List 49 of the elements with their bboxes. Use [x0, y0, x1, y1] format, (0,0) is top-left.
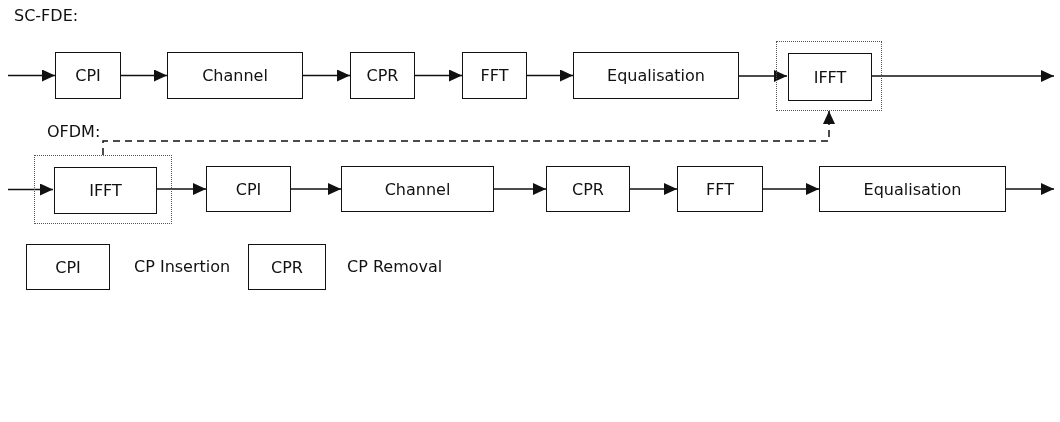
process-box [55, 52, 121, 99]
box-label: IFFT [813, 67, 847, 87]
arrow [738, 70, 788, 82]
arrow [120, 69, 168, 82]
legend-description: CP Insertion [134, 257, 231, 276]
process-box [819, 166, 1006, 212]
arrow [7, 69, 56, 82]
process-box [206, 166, 291, 212]
box-label: CPR [366, 66, 399, 85]
dashed-arrow [102, 110, 835, 156]
process-box [167, 52, 303, 99]
arrow [290, 183, 342, 195]
process-box [350, 52, 415, 99]
box-label: Equalisation [863, 179, 962, 199]
process-box [546, 166, 630, 212]
box-label: CPI [235, 179, 262, 199]
box-label: CPR [572, 179, 604, 199]
process-box [248, 244, 326, 290]
process-box [677, 166, 763, 212]
arrow [629, 183, 678, 195]
arrow [155, 183, 207, 195]
arrow [526, 69, 574, 82]
process-box [341, 166, 494, 212]
box-label: IFFT [89, 181, 122, 200]
arrow [414, 69, 463, 82]
arrow [762, 183, 820, 195]
box-label: CPI [55, 257, 81, 277]
box-label: CPR [271, 257, 303, 277]
process-box [462, 52, 527, 99]
arrow [7, 183, 54, 196]
arrow [1005, 183, 1055, 195]
box-label: Equalisation [607, 66, 705, 85]
section-heading: SC-FDE: [14, 6, 79, 25]
section-heading: OFDM: [47, 122, 101, 141]
process-box [788, 53, 872, 101]
legend-description: CP Removal [347, 257, 443, 276]
box-label: Channel [202, 66, 268, 85]
arrow [870, 70, 1055, 82]
process-box [573, 52, 739, 99]
box-label: FFT [480, 66, 509, 85]
dotted-group-box [776, 41, 882, 111]
arrow [493, 183, 547, 195]
box-label: CPI [75, 66, 101, 85]
box-label: FFT [706, 179, 734, 199]
process-box [54, 167, 157, 214]
process-box [26, 244, 110, 290]
box-label: Channel [384, 179, 451, 199]
arrow [302, 69, 351, 82]
dotted-group-box [34, 155, 172, 224]
